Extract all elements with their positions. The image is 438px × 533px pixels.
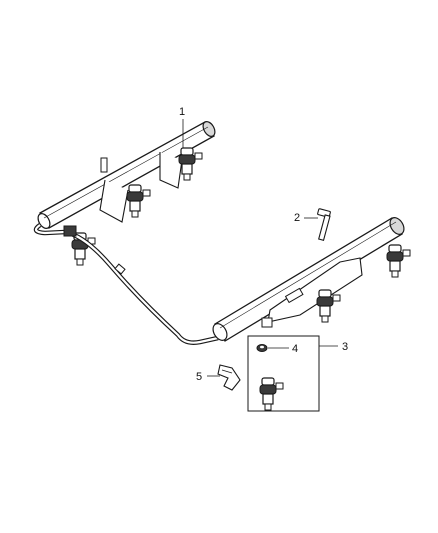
callout-4: 4 — [292, 343, 299, 355]
clip — [217, 364, 241, 391]
callout-1: 1 — [179, 106, 186, 118]
callout-5: 5 — [196, 371, 203, 383]
bolt — [317, 208, 331, 242]
fuel-rail-right — [212, 217, 405, 342]
callout-3: 3 — [342, 341, 349, 353]
fuel-rail-left — [37, 121, 216, 229]
leader-lines — [182, 119, 338, 377]
callout-2: 2 — [294, 212, 301, 224]
injector-kit-box — [247, 335, 320, 412]
fuel-crossover-line — [33, 223, 219, 345]
